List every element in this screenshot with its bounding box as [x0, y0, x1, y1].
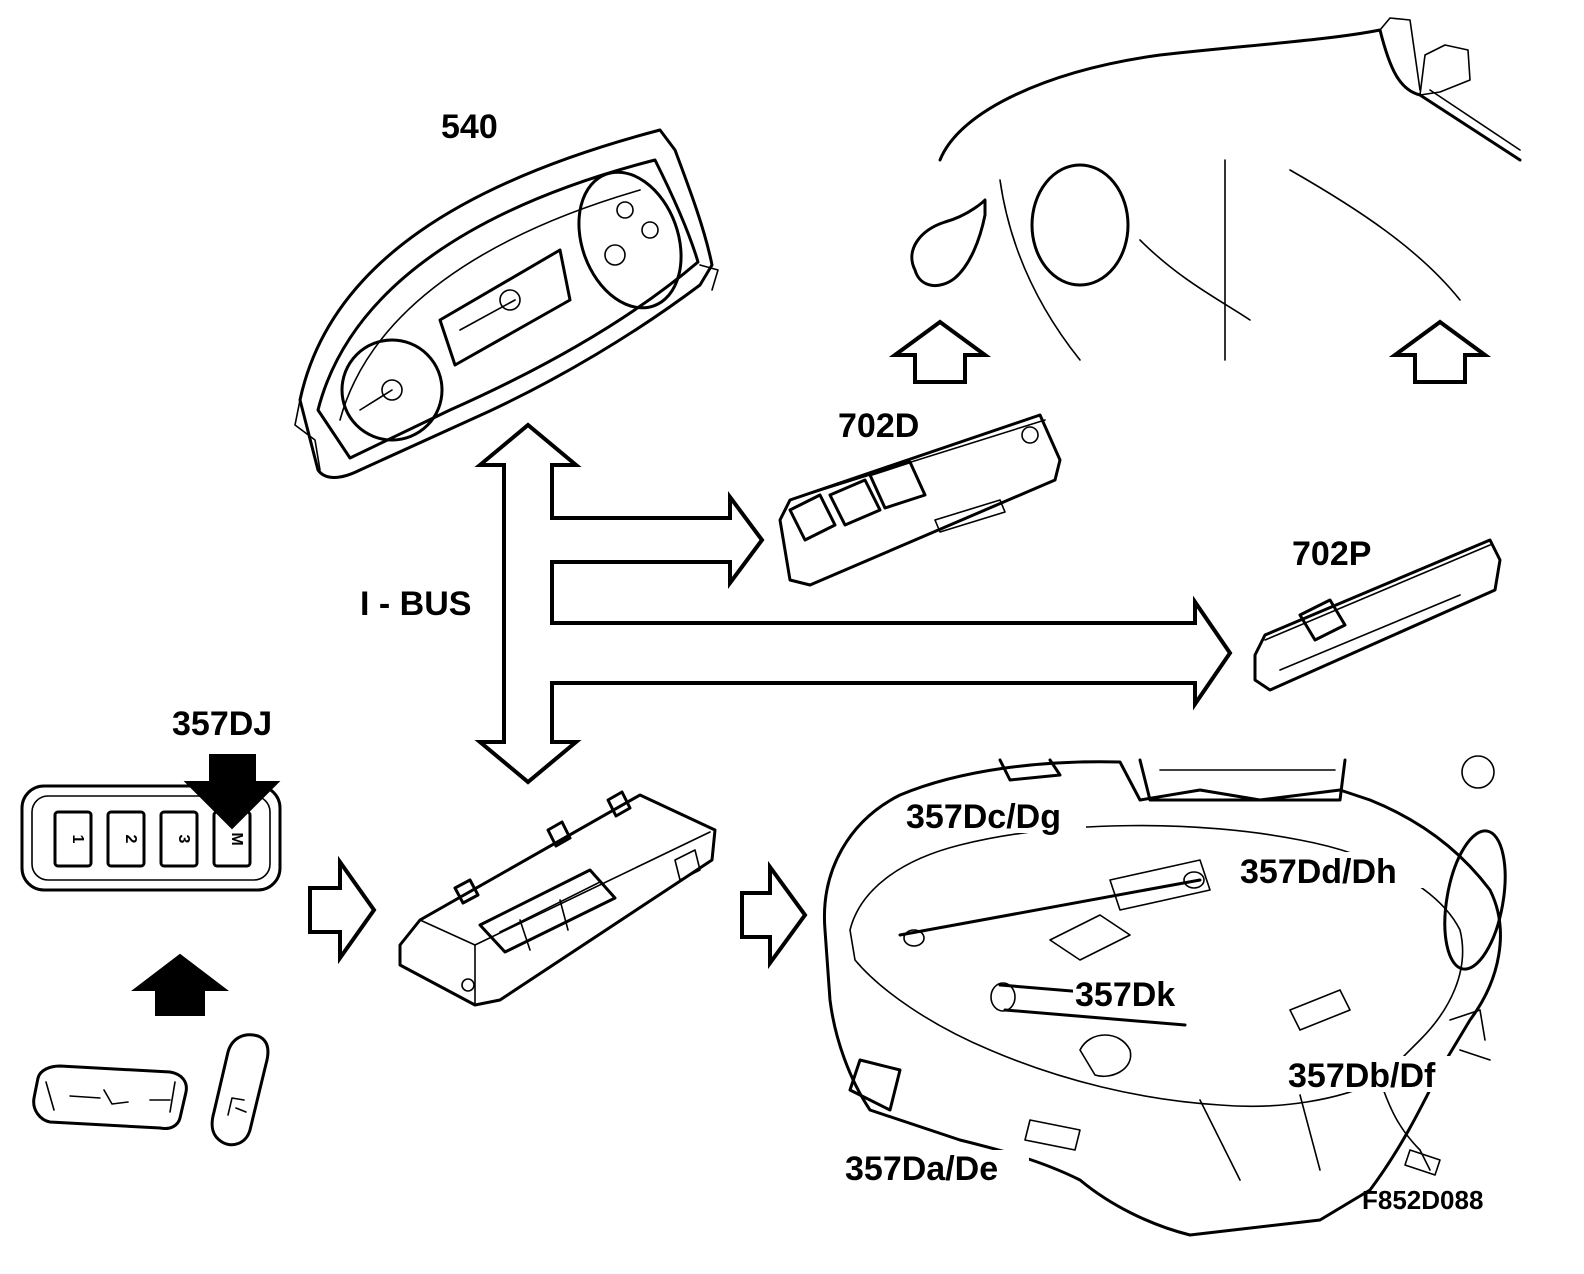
driver-door-switch-panel — [778, 413, 1062, 587]
label-bg-dk — [1073, 975, 1197, 1011]
ibus-bus-arrow — [474, 422, 1233, 785]
motor-bf-label: 357Db/Df — [1288, 1057, 1436, 1095]
flow-arrow-to-module — [308, 855, 377, 965]
motor-dh-label: 357Dd/Dh — [1240, 853, 1397, 891]
memory-switch-pad — [20, 784, 282, 892]
passenger-switch-label: 702P — [1292, 535, 1371, 573]
lumbar-switch — [210, 1033, 270, 1147]
motor-k-label: 357Dk — [1075, 976, 1175, 1014]
cluster-label: 540 — [441, 108, 498, 146]
tachometer-gauge — [577, 170, 683, 310]
up-arrow-right — [1388, 319, 1492, 384]
ibus-label: I - BUS — [360, 585, 471, 623]
label-bg-cg — [904, 797, 1086, 833]
svg-text:2: 2 — [122, 835, 139, 844]
up-arrow-left — [888, 319, 992, 384]
memory-key-3[interactable]: 3 — [159, 810, 199, 868]
exterior-mirror-left — [910, 198, 987, 287]
press-arrow-icon — [183, 754, 281, 830]
passenger-door-switch-panel — [1253, 538, 1502, 692]
dashboard-outline — [910, 17, 1522, 361]
memory-key-2[interactable]: 2 — [106, 810, 146, 868]
lift-arrow-icon — [131, 953, 229, 1016]
svg-text:1: 1 — [69, 835, 86, 844]
steering-wheel — [1030, 163, 1130, 287]
svg-text:M: M — [228, 832, 245, 845]
motor-cg-label: 357Dc/Dg — [906, 798, 1061, 836]
driver-switch-label: 702D — [838, 407, 919, 445]
label-bg-bf — [1286, 1056, 1462, 1092]
instrument-cluster — [294, 128, 719, 479]
motor-ae-label: 357Da/De — [845, 1150, 998, 1188]
flow-arrow-to-seat — [740, 860, 808, 970]
seat-memory-module — [398, 790, 717, 1007]
center-display — [438, 248, 572, 367]
svg-text:3: 3 — [175, 835, 192, 844]
label-bg-dh — [1238, 852, 1424, 888]
label-bg-ae — [843, 1150, 1029, 1186]
memory-key-1[interactable]: 1 — [53, 810, 93, 868]
figure-code: F852D088 — [1362, 1185, 1483, 1215]
seat-adjust-switch — [32, 1064, 188, 1130]
memory-switch-label: 357DJ — [172, 705, 272, 743]
speedometer-gauge — [340, 338, 444, 442]
